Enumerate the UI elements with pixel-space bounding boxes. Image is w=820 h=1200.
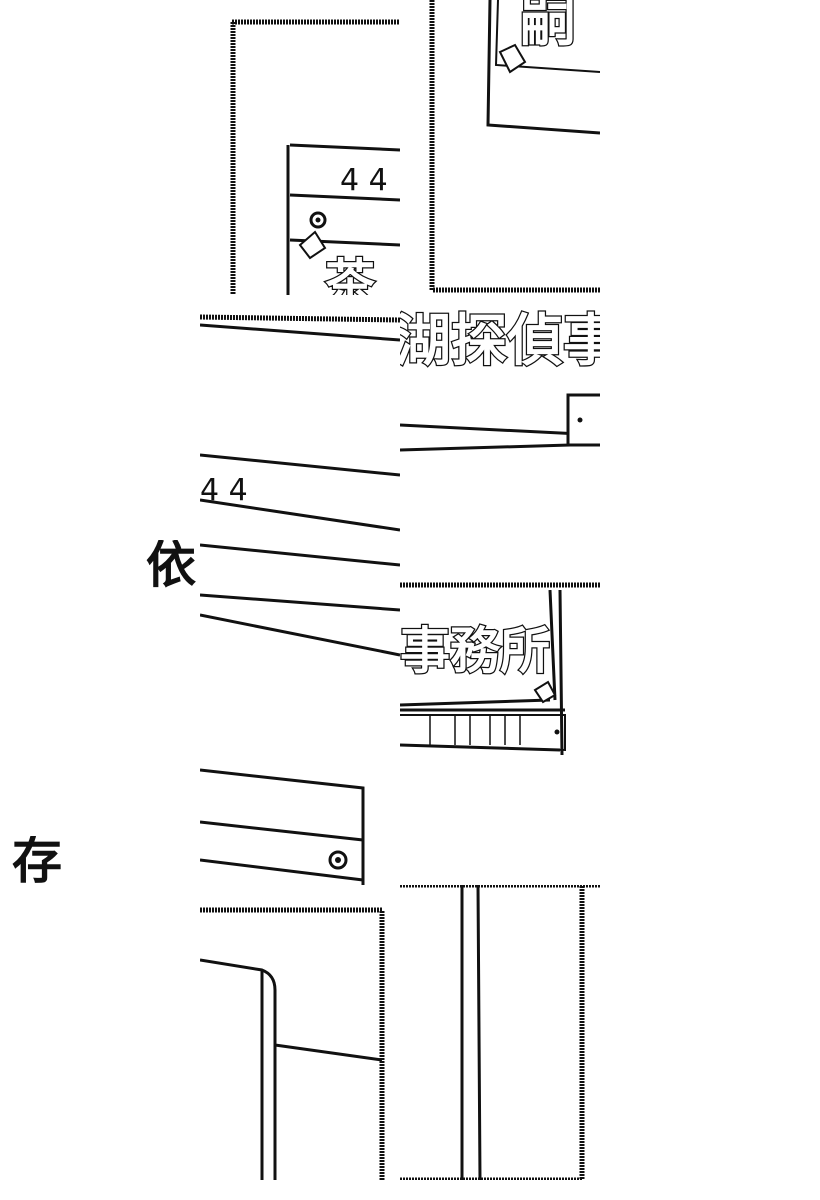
svg-text:嗣: 嗣 (520, 0, 576, 54)
comic-tile-r1c1: 4 4 茶 (200, 0, 400, 295)
comic-tile-r2c2: 湖探偵事 (400, 295, 600, 590)
sign-text-bottom: 事務所 (400, 622, 550, 680)
panel-drawing: 事務所 (400, 590, 566, 756)
comic-tile-r1c2: 嗣 (400, 0, 600, 295)
panel-drawing: 湖探偵事 (400, 308, 600, 588)
panel-drawing (200, 314, 400, 567)
panel-drawing (400, 885, 600, 1180)
sign-text-top: 湖探偵事 (400, 309, 600, 374)
comic-tile-r3c1 (200, 590, 400, 885)
comic-tile-r3c2: 事務所 (400, 590, 600, 885)
panel-drawing (200, 907, 385, 1180)
caption-text: 存 (12, 836, 62, 886)
comic-tile-r4c2 (400, 885, 600, 1180)
panel-drawing: 嗣 (429, 0, 600, 293)
caption-text: 依 (146, 540, 196, 590)
panel-drawing (200, 593, 400, 885)
panel-drawing (230, 19, 400, 295)
comic-tile-r2c1: 4 4 (200, 295, 400, 590)
comic-tile-r4c1 (200, 885, 400, 1180)
